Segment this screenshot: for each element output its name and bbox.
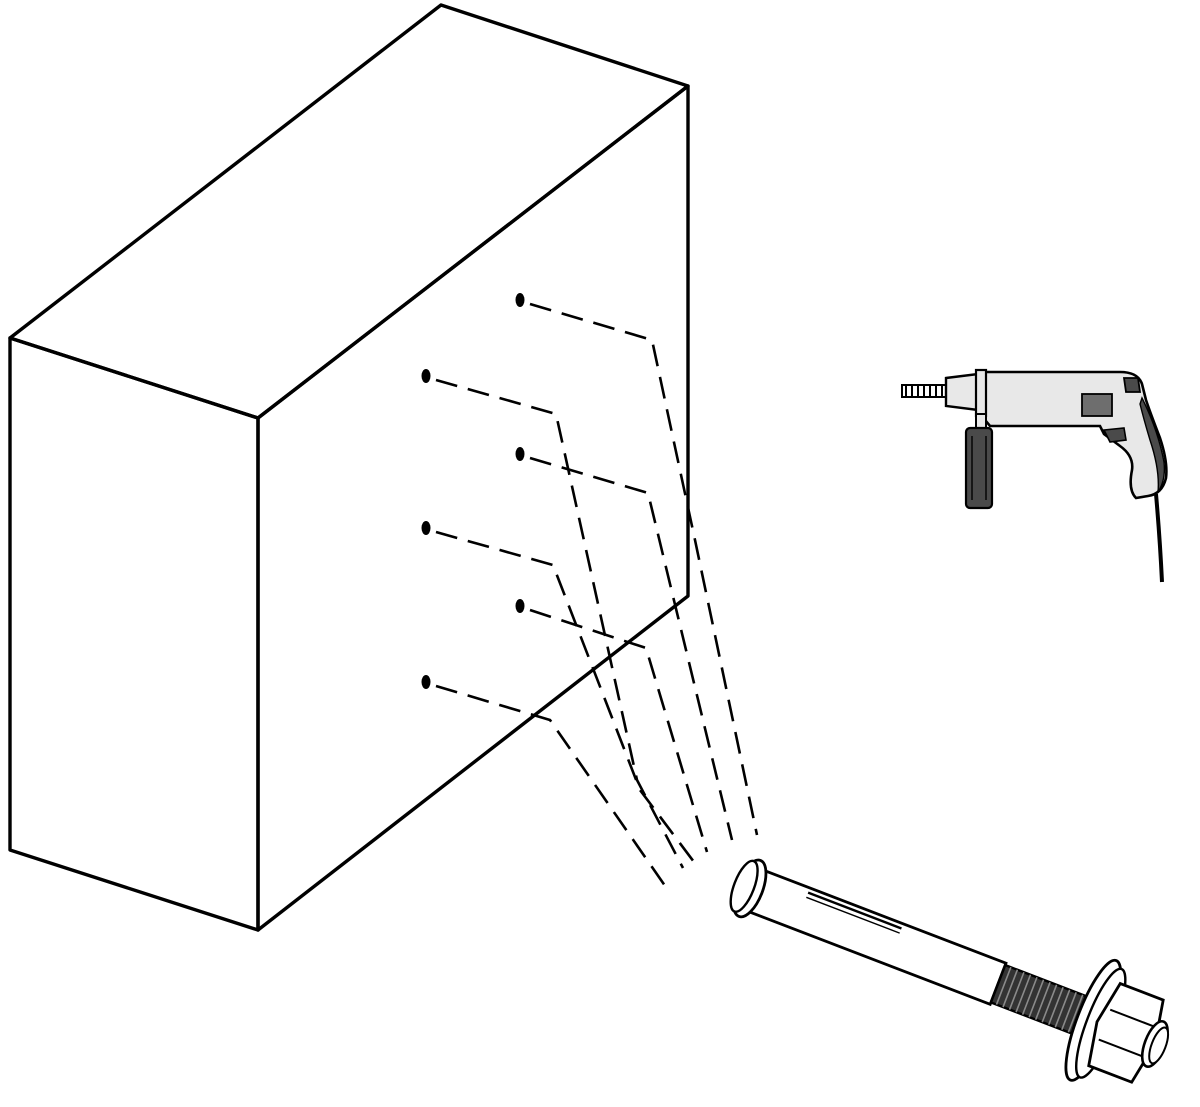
wall-front-face (256, 84, 690, 932)
drill-clamp (974, 368, 988, 418)
guide-line (435, 530, 696, 863)
drill-hole (421, 369, 431, 383)
drill-hole (421, 521, 431, 535)
guide-lines (435, 302, 759, 894)
drill-hole (421, 675, 431, 689)
drill-rear-cap (1122, 377, 1142, 393)
anchor-sleeve-slot (807, 891, 902, 930)
drill-side-handle (964, 426, 994, 510)
drill-hole (515, 447, 525, 461)
wall-top-face (8, 3, 690, 420)
drill-hole (515, 599, 525, 613)
guide-line (529, 456, 734, 841)
drill-trigger (1102, 427, 1127, 443)
drill-chuck (944, 372, 980, 412)
hammer-drill-icon (901, 368, 1168, 583)
expansion-anchor-bolt-icon (729, 858, 1170, 1084)
drill-body (976, 370, 1168, 500)
wall-block (8, 3, 690, 932)
guide-line (529, 608, 709, 853)
drill-holes (421, 293, 525, 689)
drill-handle-grip (1139, 396, 1166, 493)
drill-power-cord (1154, 493, 1164, 583)
guide-line (529, 302, 759, 836)
guide-line (435, 684, 672, 894)
drill-hole (515, 293, 525, 307)
anchor-sleeve (736, 864, 1008, 1007)
drill-switch-window (1081, 393, 1113, 417)
guide-line (435, 378, 685, 869)
wall-left-face (8, 336, 260, 932)
